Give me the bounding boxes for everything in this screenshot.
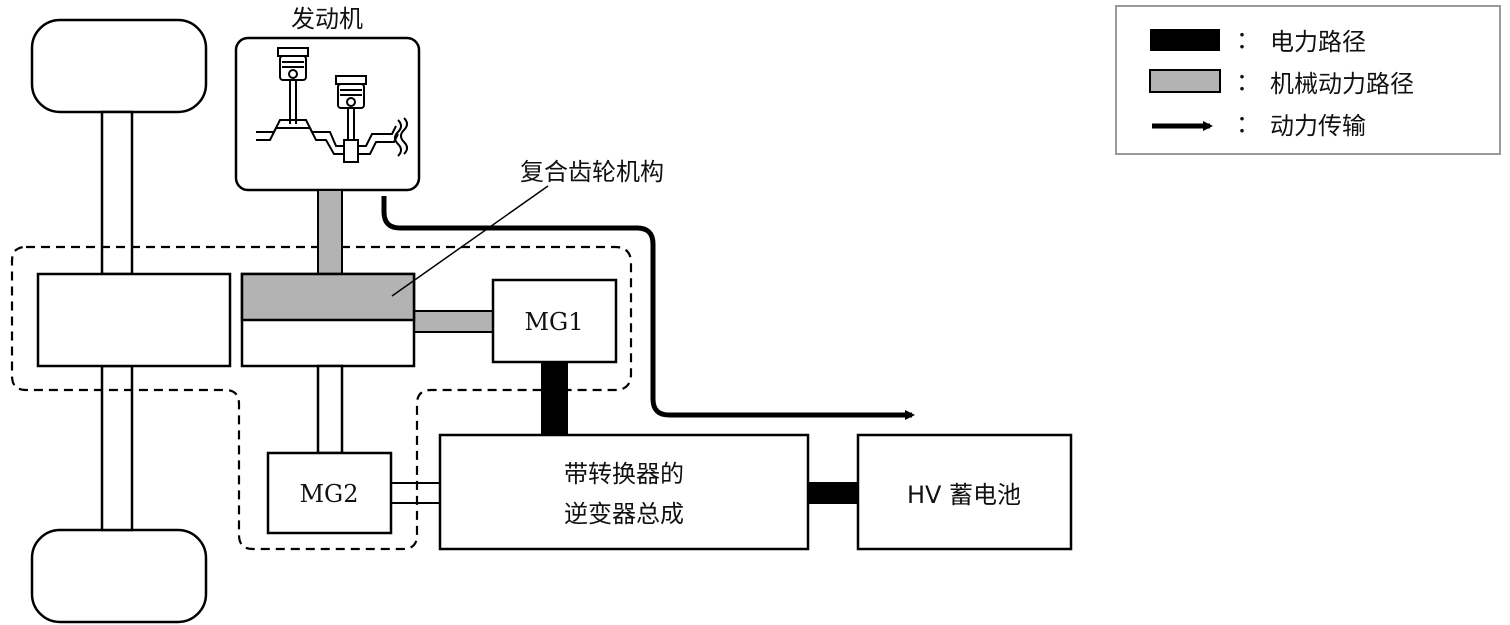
rear-wheel — [30, 528, 208, 624]
mg1-electric-path — [541, 362, 568, 435]
mg1-box — [491, 278, 618, 364]
mg2-box — [266, 451, 393, 535]
front-wheel — [30, 18, 208, 114]
gear-label-leader-line — [391, 185, 549, 297]
legend-mechanical-swatch — [1149, 69, 1221, 93]
legend-separator-2: ： — [1236, 68, 1260, 96]
battery-electric-path — [808, 482, 858, 504]
wheel-axle-assembly — [30, 18, 232, 624]
legend: ： 电力路径 ： 机械动力路径 ： 动力传输 — [1115, 5, 1501, 155]
hv-battery-label: HV 蓄电池 — [907, 481, 1021, 509]
legend-mechanical-label: 机械动力路径 — [1270, 70, 1414, 98]
gear-unit-upper-gray — [240, 272, 416, 322]
legend-electric-swatch — [1150, 29, 1220, 51]
gear-mechanism-label: 复合齿轮机构 — [520, 158, 664, 186]
legend-transmission-label: 动力传输 — [1270, 112, 1366, 140]
piston-crankshaft-icon — [256, 47, 408, 163]
hv-battery-box — [856, 433, 1073, 551]
compound-gear-unit — [240, 272, 416, 368]
legend-separator-1: ： — [1236, 26, 1260, 54]
engine-block: 发动机 — [234, 5, 421, 192]
inverter-label-line1: 带转换器的 — [564, 460, 684, 488]
legend-electric-label: 电力路径 — [1270, 28, 1366, 56]
differential-box — [36, 272, 232, 368]
engine-box — [234, 36, 421, 192]
mg2-label: MG2 — [299, 480, 358, 508]
mg1-mechanical-link — [413, 310, 495, 333]
mg1-label: MG1 — [524, 308, 583, 336]
inverter-label-line2: 逆变器总成 — [564, 500, 684, 528]
transaxle-dashed-outline — [10, 245, 633, 551]
axle-shaft-upper — [100, 110, 134, 276]
axle-shaft-lower — [100, 364, 134, 532]
power-transmission-arrow — [381, 196, 915, 420]
mg2-inverter-link — [391, 482, 440, 504]
legend-separator-3: ： — [1236, 110, 1260, 138]
inverter-box — [438, 433, 810, 551]
engine-output-shaft — [317, 189, 343, 275]
gear-to-mg2-shaft — [316, 364, 344, 455]
engine-label: 发动机 — [291, 5, 363, 33]
